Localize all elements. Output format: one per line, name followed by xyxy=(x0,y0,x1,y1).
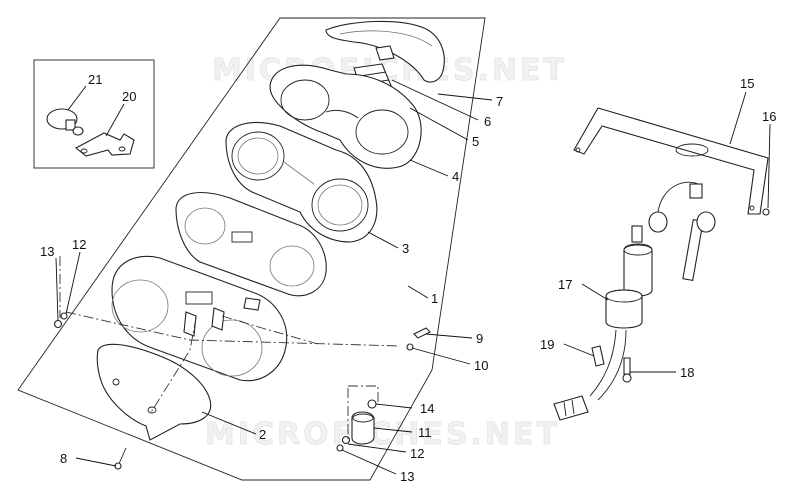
dash-line-4 xyxy=(348,385,379,402)
callout-21: 21 xyxy=(88,72,102,87)
dash-line-1 xyxy=(65,311,401,347)
callout-16: 16 xyxy=(762,109,776,124)
part-8-screw xyxy=(114,447,127,470)
part-5-bezel xyxy=(269,64,422,169)
inset-box xyxy=(33,59,155,169)
callout-13-left: 13 xyxy=(40,244,54,259)
part-17-ignition xyxy=(605,181,716,329)
callout-5: 5 xyxy=(472,134,479,149)
part-17-cable xyxy=(553,329,627,421)
callout-12-right: 12 xyxy=(410,446,424,461)
part-21-grommet xyxy=(46,108,84,136)
part-2-lower-cover xyxy=(96,343,212,441)
part-16-screw xyxy=(762,208,770,216)
callout-4: 4 xyxy=(452,169,459,184)
part-18-screw xyxy=(622,357,632,383)
callout-1: 1 xyxy=(431,291,438,306)
part-20-bracket xyxy=(75,132,135,157)
leader-lines xyxy=(55,79,771,475)
callout-18: 18 xyxy=(680,365,694,380)
callout-14: 14 xyxy=(420,401,434,416)
part-15-bracket xyxy=(573,107,769,215)
callout-8: 8 xyxy=(60,451,67,466)
dash-line-2 xyxy=(149,317,197,415)
callout-13-right: 13 xyxy=(400,469,414,484)
part-19-screw xyxy=(591,345,605,367)
part-4-lens xyxy=(225,121,378,243)
callout-19: 19 xyxy=(540,337,554,352)
callout-10: 10 xyxy=(474,358,488,373)
dash-line-3 xyxy=(221,315,319,345)
part-12-13-left xyxy=(53,312,68,329)
callout-12-left: 12 xyxy=(72,237,86,252)
callout-11: 11 xyxy=(418,425,432,440)
assembly-outline xyxy=(17,17,486,481)
callout-9: 9 xyxy=(476,331,483,346)
part-7-upper-cover xyxy=(325,20,445,83)
callout-15: 15 xyxy=(740,76,754,91)
callout-3: 3 xyxy=(402,241,409,256)
watermark-bottom: MICROFICHES.NET xyxy=(205,417,560,452)
callout-7: 7 xyxy=(496,94,503,109)
callout-17: 17 xyxy=(558,277,572,292)
callout-20: 20 xyxy=(122,89,136,104)
part-3-dial xyxy=(175,192,327,297)
part-11-14-grommet xyxy=(336,399,377,452)
callout-2: 2 xyxy=(259,427,266,442)
part-1-body xyxy=(111,255,288,382)
callout-6: 6 xyxy=(484,114,491,129)
part-9-10-screw xyxy=(406,327,431,351)
